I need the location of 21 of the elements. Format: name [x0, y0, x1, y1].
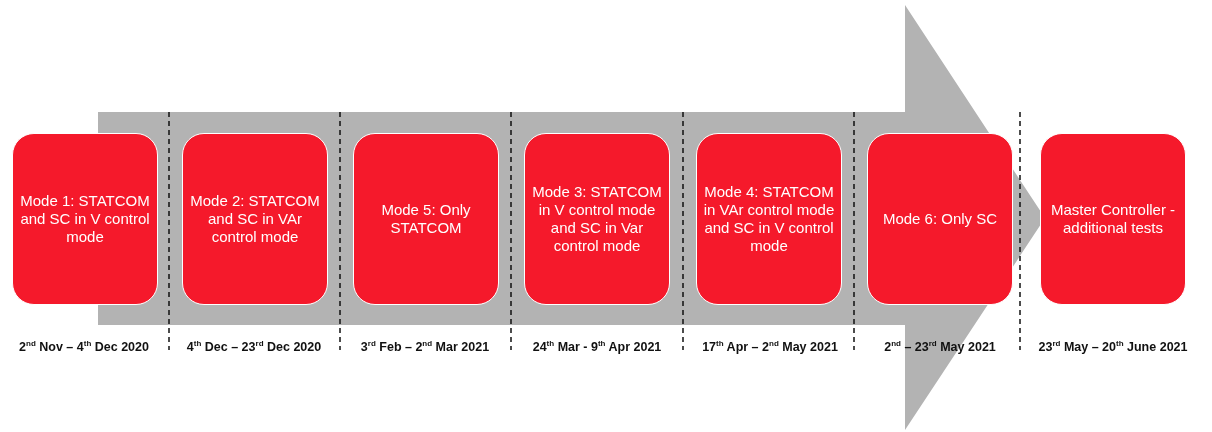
mode-label: Mode 2: STATCOM and SC in VAr control mode	[189, 192, 321, 246]
mode-box	[696, 133, 842, 305]
date-label: 2$^{nd}$ Nov – 4$^{th}$ Dec 2020	[19, 339, 149, 355]
mode-box	[12, 133, 158, 305]
mode-box	[182, 133, 328, 305]
date-label: 17$^{th}$ Apr – 2$^{nd}$ May 2021	[702, 339, 838, 355]
date-label: 4$^{th}$ Dec – 23$^{rd}$ Dec 2020	[186, 339, 322, 355]
mode-label: Mode 5: Only STATCOM	[380, 201, 472, 237]
mode-box	[353, 133, 499, 305]
mode-box	[524, 133, 670, 305]
date-label: 24$^{th}$ Mar - 9$^{th}$ Apr 2021	[532, 339, 662, 355]
mode-box	[867, 133, 1013, 305]
date-label: 23$^{rd}$ May – 20$^{th}$ June 2021	[1038, 339, 1188, 355]
mode-label: Master Controller - additional tests	[1049, 201, 1177, 237]
date-label: 3$^{rd}$ Feb – 2$^{nd}$ Mar 2021	[360, 339, 490, 355]
mode-label: Mode 1: STATCOM and SC in V control mode	[19, 192, 151, 246]
mode-box	[1040, 133, 1186, 305]
mode-label: Mode 3: STATCOM in V control mode and SC in Var control mode	[531, 183, 663, 255]
date-label: 2$^{nd}$ – 23$^{rd}$ May 2021	[884, 339, 996, 355]
mode-label: Mode 4: STATCOM in VAr control mode and SC in V control mode	[703, 183, 835, 255]
mode-label: Mode 6: Only SC	[882, 210, 998, 228]
